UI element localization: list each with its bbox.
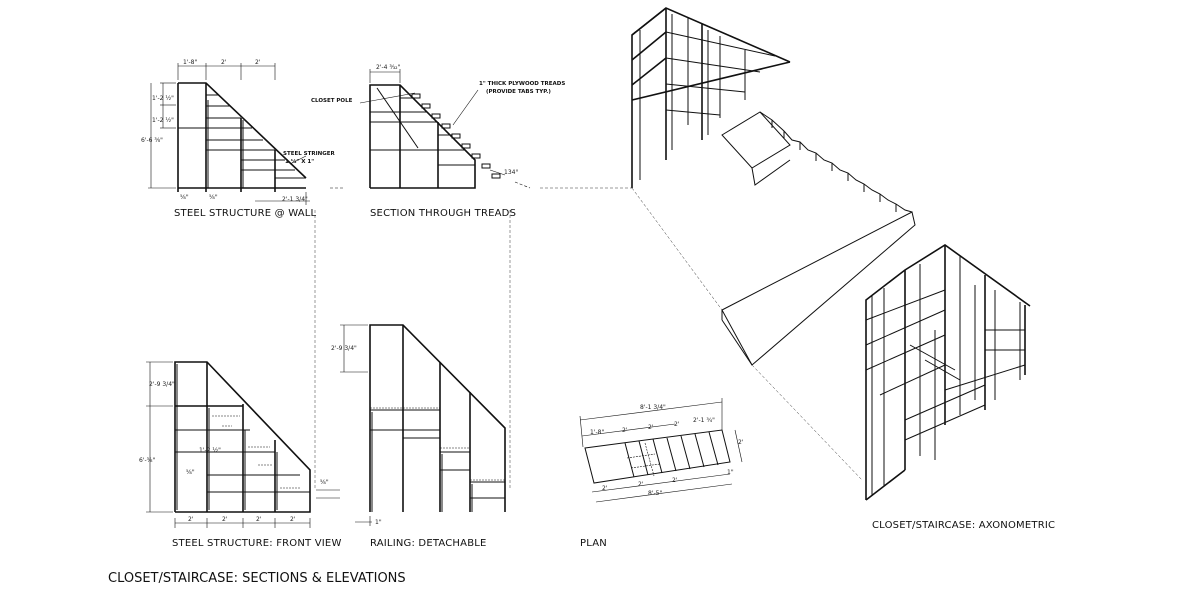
dim-wall-bottom-a: ⁵⁄₈" <box>180 194 189 201</box>
dim-wall-bottom-b: ⁵⁄₈" <box>209 194 218 201</box>
dim-wall-top-0: 1'-8" <box>183 59 197 66</box>
dim-plan-bottom-split-0: 2' <box>602 485 608 492</box>
dim-front-mid-b: ⁵⁄₈" <box>186 469 195 476</box>
dim-section-tread: 134° <box>504 169 518 176</box>
dim-plan-top-b: 2'-1 ¾" <box>693 417 715 424</box>
dim-front-bottom-2: 2' <box>256 516 262 523</box>
dim-wall-right: 2'-1 3/4" <box>282 196 308 203</box>
dim-plan-top-split-2: 2' <box>674 421 680 428</box>
dim-plan-top-split-1: 2' <box>648 424 654 431</box>
dim-plan-top-split-0: 2' <box>622 427 628 434</box>
dim-wall-top-2: 2' <box>255 59 261 66</box>
steel-structure-wall-view: 1'-8" 2' 2' 1'-2 ½" 1'-2 ½" 6'-6 ⅜" ⁵⁄₈"… <box>141 59 345 205</box>
dim-section-top: 2'-4 ³⁄₃₂" <box>376 64 401 71</box>
label-front-view: STEEL STRUCTURE: FRONT VIEW <box>172 538 342 549</box>
dim-wall-top-1: 2' <box>221 59 227 66</box>
dim-plan-width: 2' <box>738 439 744 446</box>
dim-railing-bottom: 1" <box>375 519 382 526</box>
dim-front-top: 2'-9 3/4" <box>149 381 175 388</box>
dim-wall-height: 6'-6 ⅜" <box>141 137 163 144</box>
dim-front-mid-a: 1'-2 ½" <box>199 447 221 454</box>
railing-detachable-view: 2'-9 3/4" 1" <box>331 324 506 526</box>
label-wall-view: STEEL STRUCTURE @ WALL <box>174 208 317 219</box>
axon-platform <box>721 211 916 366</box>
dim-front-height: 6'-⅜" <box>139 457 155 464</box>
dim-plan-bottom-split-1: 2' <box>638 481 644 488</box>
label-section-view: SECTION THROUGH TREADS <box>370 208 517 219</box>
note-provide-tabs: (PROVIDE TABS TYP.) <box>486 89 551 95</box>
dim-front-right: ⁵⁄₈" <box>320 479 329 486</box>
axon-stair-treads <box>721 111 913 213</box>
dim-plan-top-overall: 8'-1 3/4" <box>640 404 666 411</box>
label-plan-view: PLAN <box>580 538 607 549</box>
dim-plan-bottom-overall: 8'-5" <box>648 490 662 497</box>
note-steel-stringer: STEEL STRINGER <box>283 151 336 157</box>
dim-plan-bottom-split-2: 2' <box>672 477 678 484</box>
dim-railing-height: 2'-9 3/4" <box>331 345 357 352</box>
label-axon-view: CLOSET/STAIRCASE: AXONOMETRIC <box>872 520 1056 531</box>
sheet-title: CLOSET/STAIRCASE: SECTIONS & ELEVATIONS <box>108 571 406 586</box>
note-stringer-size: 1 ½" X 1" <box>285 158 314 165</box>
dim-plan-right: 1" <box>727 469 734 476</box>
dim-front-bottom-1: 2' <box>222 516 228 523</box>
tread-series <box>411 93 501 179</box>
dim-front-bottom-3: 2' <box>290 516 296 523</box>
steel-structure-front-view: 2'-9 3/4" 6'-⅜" 1'-2 ½" ⁵⁄₈" ⁵⁄₈" 2' 2' … <box>139 361 340 528</box>
note-plywood-treads: 1" THICK PLYWOOD TREADS <box>479 81 565 87</box>
dim-front-bottom-0: 2' <box>188 516 194 523</box>
dim-wall-left-b: 1'-2 ½" <box>152 117 174 124</box>
axonometric-view <box>314 7 1031 501</box>
label-railing-view: RAILING: DETACHABLE <box>370 538 487 549</box>
plan-view: 8'-1 3/4" 1'-8" 2'-1 ¾" 2' 2' 2' 2' 1" 2… <box>579 398 744 503</box>
dim-wall-left-a: 1'-2 ½" <box>152 95 174 102</box>
section-through-treads-view: 2'-4 ³⁄₃₂" CLOSET POLE 1" THICK PLYWOOD … <box>311 64 565 189</box>
note-closet-pole: CLOSET POLE <box>311 98 353 104</box>
dim-plan-top-a: 1'-8" <box>590 429 604 436</box>
